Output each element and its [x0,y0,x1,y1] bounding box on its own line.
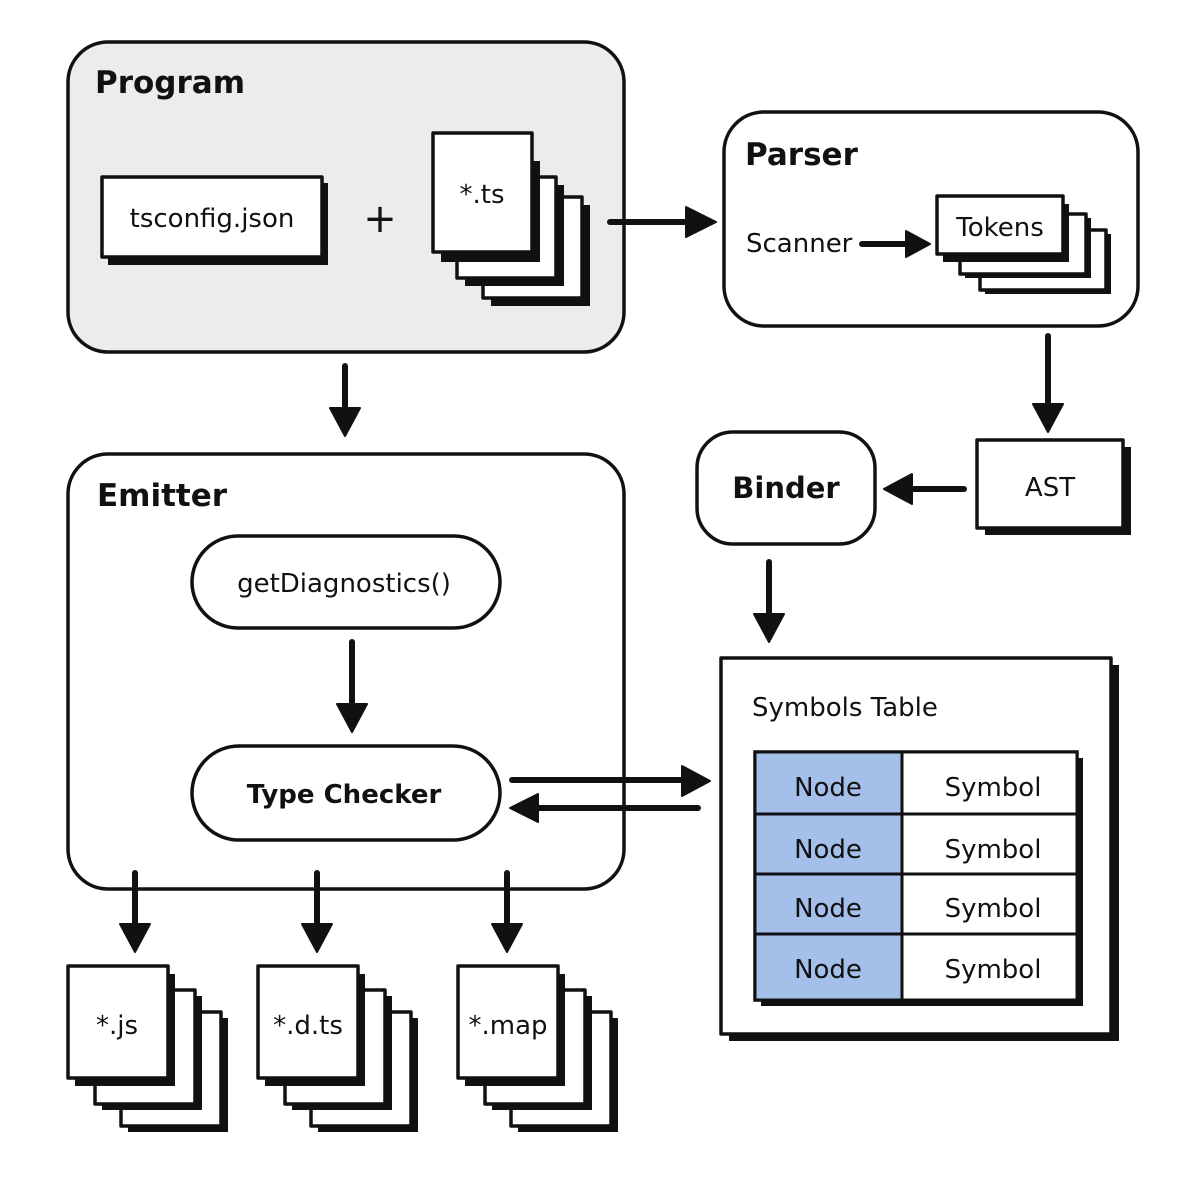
arrow-emitter-to-js [119,870,151,953]
binder-label: Binder [732,471,840,505]
emitter-container: Emitter getDiagnostics() Type Checker [66,452,626,891]
node-cell: Node [794,773,862,803]
symbols-table-title: Symbols Table [752,693,938,723]
node-cell: Node [794,835,862,865]
scanner-label: Scanner [746,229,853,259]
js-output-stack: *.js [66,964,228,1132]
ast-label: AST [1025,473,1075,503]
plus-sign: + [363,196,397,242]
tokens-label: Tokens [955,213,1044,243]
tsconfig-file-box: tsconfig.json [100,175,328,265]
arrow-program-to-emitter [329,363,361,437]
ts-files-stack: *.ts [431,131,590,306]
symbols-table: Symbols Table Node Symbol Node Symbol No… [719,656,1119,1041]
arrow-parser-to-ast [1032,333,1064,433]
symbol-cell: Symbol [945,773,1042,803]
js-output-label: *.js [96,1011,138,1041]
program-container: Program tsconfig.json + *.ts [66,40,626,354]
arrow-diagnostics-to-checker [336,639,368,733]
arrow-symbols-to-checker [509,793,701,823]
type-checker-label: Type Checker [247,780,442,810]
parser-title: Parser [745,137,859,173]
map-output-label: *.map [468,1011,547,1041]
map-output-stack: *.map [456,964,618,1132]
table-row: Node Symbol [753,932,1079,1002]
table-row: Node Symbol [753,872,1079,936]
get-diagnostics-label: getDiagnostics() [237,569,451,599]
type-checker-box: Type Checker [190,744,502,842]
arrow-emitter-to-dts [301,870,333,953]
node-cell: Node [794,955,862,985]
arrow-program-to-parser [607,206,717,238]
table-row: Node Symbol [753,812,1079,876]
program-title: Program [95,65,245,101]
ts-files-label: *.ts [459,180,504,210]
tsconfig-label: tsconfig.json [130,204,295,234]
ast-box: AST [975,438,1131,535]
symbol-cell: Symbol [945,894,1042,924]
symbol-cell: Symbol [945,955,1042,985]
symbol-cell: Symbol [945,835,1042,865]
arrow-scanner-to-tokens [859,230,931,258]
parser-container: Parser Scanner Tokens [722,110,1140,328]
binder-box: Binder [695,430,877,546]
get-diagnostics-box: getDiagnostics() [190,534,502,630]
arrow-binder-to-symbols [753,559,785,643]
arrow-checker-to-symbols [509,765,711,797]
arrow-emitter-to-map [491,870,523,953]
table-row: Node Symbol [753,750,1079,816]
node-cell: Node [794,894,862,924]
dts-output-label: *.d.ts [273,1011,343,1041]
tokens-stack: Tokens [935,194,1111,294]
dts-output-stack: *.d.ts [256,964,418,1132]
arrow-ast-to-binder [883,473,967,505]
emitter-title: Emitter [97,478,228,514]
